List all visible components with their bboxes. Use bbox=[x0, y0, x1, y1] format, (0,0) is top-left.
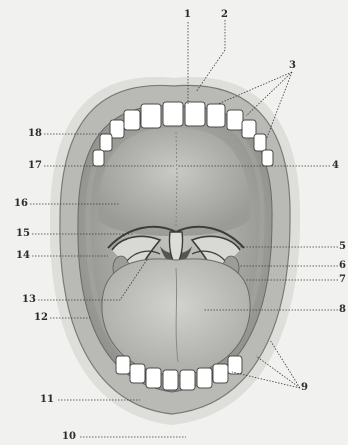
tooth-lower bbox=[228, 356, 242, 374]
tooth-lower bbox=[197, 368, 212, 388]
label-8: 8 bbox=[339, 305, 346, 315]
label-7: 7 bbox=[339, 275, 346, 285]
label-13: 13 bbox=[22, 295, 36, 305]
label-2: 2 bbox=[221, 10, 228, 20]
tooth-upper bbox=[185, 102, 205, 126]
tooth-upper bbox=[163, 102, 183, 126]
tooth-upper bbox=[227, 110, 243, 130]
tooth-upper bbox=[124, 110, 140, 130]
tooth-upper bbox=[254, 134, 266, 151]
label-11: 11 bbox=[40, 395, 54, 405]
tooth-upper bbox=[141, 104, 161, 128]
tooth-upper bbox=[262, 150, 273, 166]
leader-line-9c bbox=[270, 340, 300, 388]
tooth-upper bbox=[207, 104, 225, 127]
leader-line-9b bbox=[256, 356, 300, 388]
label-9: 9 bbox=[301, 383, 308, 393]
label-10: 10 bbox=[62, 432, 76, 442]
label-4: 4 bbox=[332, 161, 339, 171]
label-6: 6 bbox=[339, 261, 346, 271]
label-18: 18 bbox=[28, 129, 42, 139]
tooth-lower bbox=[146, 368, 161, 388]
label-17: 17 bbox=[28, 161, 42, 171]
label-15: 15 bbox=[16, 229, 30, 239]
label-16: 16 bbox=[14, 199, 28, 209]
label-5: 5 bbox=[339, 242, 346, 252]
tooth-upper bbox=[93, 150, 104, 166]
tooth-lower bbox=[130, 364, 145, 383]
label-14: 14 bbox=[16, 251, 30, 261]
tooth-lower bbox=[116, 356, 130, 374]
tooth-upper bbox=[100, 134, 112, 151]
tooth-lower bbox=[163, 370, 178, 390]
tooth-lower bbox=[213, 364, 228, 383]
label-1: 1 bbox=[184, 10, 191, 20]
tooth-lower bbox=[180, 370, 195, 390]
label-3: 3 bbox=[289, 61, 296, 71]
label-12: 12 bbox=[34, 313, 48, 323]
